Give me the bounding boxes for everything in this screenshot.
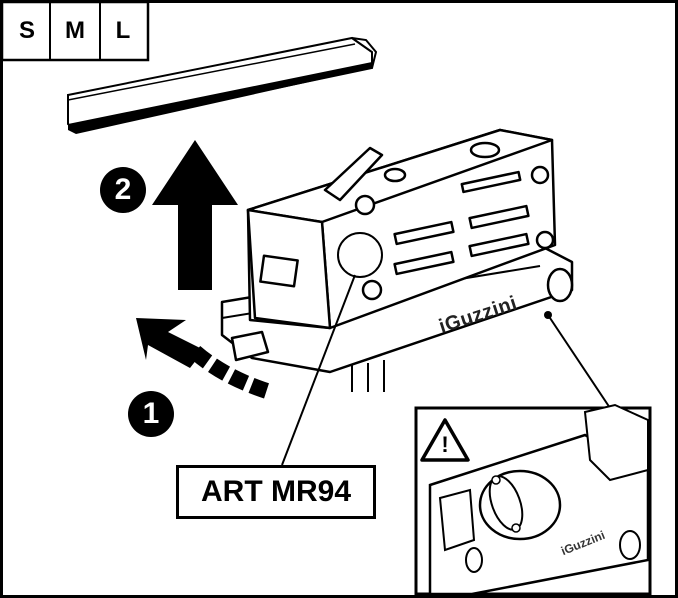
step-2-badge: 2	[100, 167, 146, 213]
size-option-m: M	[65, 17, 85, 44]
leader-art-label	[281, 274, 356, 466]
leader-detail	[547, 314, 611, 409]
article-label: ART MR94	[176, 465, 376, 519]
bottom-cables	[351, 360, 385, 392]
adapter-body	[220, 128, 574, 374]
warning-triangle	[420, 418, 470, 462]
warning-icon: !	[441, 432, 449, 457]
size-option-s: S	[18, 17, 35, 44]
rotate-arrow	[136, 318, 273, 400]
size-option-l: L	[115, 17, 131, 44]
detail-inset	[414, 403, 652, 596]
step-1-badge: 1	[128, 391, 174, 437]
lift-arrow	[152, 140, 238, 290]
track-rail	[67, 36, 378, 134]
size-selector-frame	[0, 0, 150, 62]
reference-circle	[337, 232, 383, 278]
